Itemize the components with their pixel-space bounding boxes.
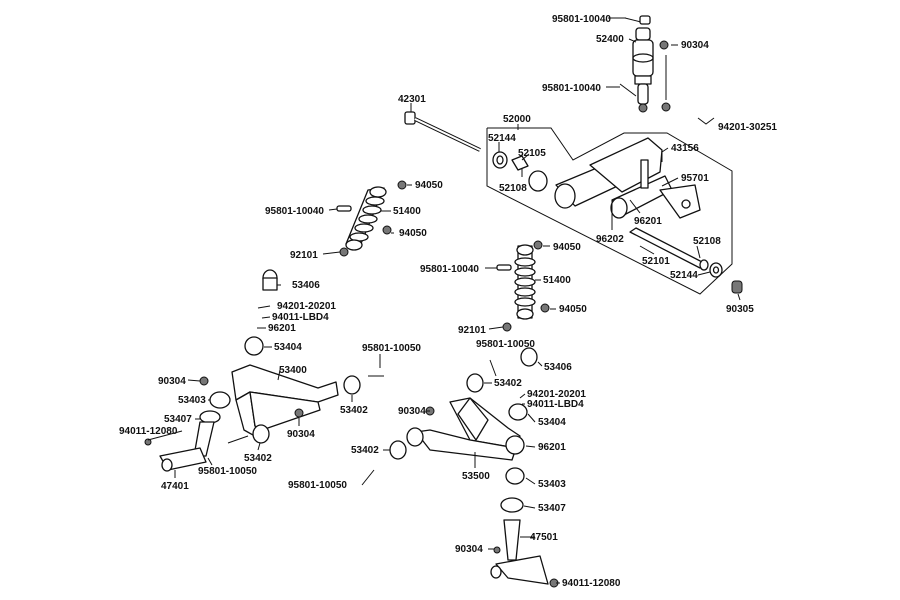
bolt-42301	[404, 111, 481, 152]
part-label: 95801-10050	[288, 480, 347, 491]
part-label: 52101	[642, 256, 670, 267]
part-label: 53402	[340, 405, 368, 416]
rear-shock-52400	[619, 15, 671, 113]
rear-assembly-outline	[486, 127, 733, 295]
part-label: 90305	[726, 304, 754, 315]
part-label: 94050	[553, 242, 581, 253]
part-label: 52000	[503, 114, 531, 125]
part-label: 53407	[538, 503, 566, 514]
part-label: 52144	[670, 270, 698, 281]
a-arm-right	[361, 347, 538, 513]
nut-90305	[731, 280, 743, 294]
part-label: 95701	[681, 173, 709, 184]
part-label: 53403	[538, 479, 566, 490]
knuckle-left	[144, 421, 215, 472]
part-label: 95801-10050	[198, 466, 257, 477]
part-label: 90304	[287, 429, 315, 440]
part-label: 53407	[164, 414, 192, 425]
part-label: 96201	[268, 323, 296, 334]
part-label: 95801-10050	[362, 343, 421, 354]
part-label: 53402	[494, 378, 522, 389]
part-label: 94011-LBD4	[272, 312, 329, 323]
part-label: 52105	[518, 148, 546, 159]
part-labels: 95801-10040 52400 90304 95801-10040 9420…	[119, 14, 777, 589]
part-label: 51400	[393, 206, 421, 217]
part-label: 94011-12080	[119, 426, 178, 437]
part-label: 53406	[544, 362, 572, 373]
part-label: 53403	[178, 395, 206, 406]
part-label: 53406	[292, 280, 320, 291]
knuckle-right	[490, 519, 559, 588]
front-shock-right	[496, 240, 550, 332]
part-label: 52108	[693, 236, 721, 247]
part-label: 94011-12080	[562, 578, 621, 589]
swing-arm-52000	[492, 137, 723, 278]
part-label: 92101	[290, 250, 318, 261]
part-label: 95801-10040	[420, 264, 479, 275]
part-label: 42301	[398, 94, 426, 105]
part-label: 52108	[499, 183, 527, 194]
part-label: 94050	[399, 228, 427, 239]
part-label: 92101	[458, 325, 486, 336]
part-label: 47501	[530, 532, 558, 543]
part-label: 53500	[462, 471, 490, 482]
part-label: 94201-30251	[718, 122, 777, 133]
part-label: 96202	[596, 234, 624, 245]
part-label: 51400	[543, 275, 571, 286]
part-label: 94050	[415, 180, 443, 191]
leader-lines	[147, 17, 741, 584]
front-shock-left	[336, 180, 407, 257]
part-label: 52400	[596, 34, 624, 45]
part-label: 95801-10040	[265, 206, 324, 217]
part-label: 53404	[274, 342, 302, 353]
part-label: 90304	[158, 376, 186, 387]
part-label: 95801-10040	[542, 83, 601, 94]
part-label: 53400	[279, 365, 307, 376]
part-label: 53402	[351, 445, 379, 456]
part-label: 94201-20201	[277, 301, 336, 312]
part-label: 95801-10040	[552, 14, 611, 25]
part-label: 43156	[671, 143, 699, 154]
part-label: 96201	[634, 216, 662, 227]
part-label: 94050	[559, 304, 587, 315]
part-label: 47401	[161, 481, 189, 492]
part-label: 95801-10050	[476, 339, 535, 350]
part-label: 52144	[488, 133, 516, 144]
a-arm-left	[199, 269, 384, 444]
part-label: 90304	[681, 40, 709, 51]
part-label: 96201	[538, 442, 566, 453]
part-label: 53404	[538, 417, 566, 428]
part-label: 94201-20201	[527, 389, 586, 400]
part-label: 53402	[244, 453, 272, 464]
part-label: 90304	[398, 406, 426, 417]
part-label: 94011-LBD4	[527, 399, 584, 410]
part-label: 90304	[455, 544, 483, 555]
